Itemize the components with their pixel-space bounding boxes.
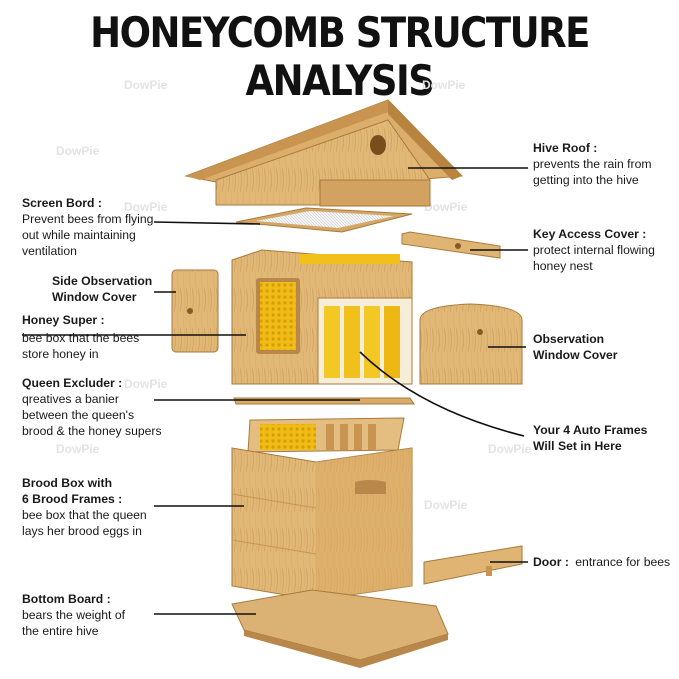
label-queen-excluder: Queen Excluder : qreatives a banier betw… xyxy=(22,375,162,439)
screen-board-part xyxy=(235,207,413,233)
watermark: DowPie xyxy=(124,377,168,391)
watermark: DowPie xyxy=(424,498,468,512)
label-title: Hive Roof : xyxy=(533,141,598,155)
watermark: DowPie xyxy=(422,78,466,92)
label-screen-board: Screen Bord : Prevent bees from flying o… xyxy=(22,195,153,259)
label-side-observation: Side Observation Window Cover xyxy=(52,273,152,305)
label-title: Key Access Cover : xyxy=(533,227,647,241)
label-desc: prevents the rain from xyxy=(533,157,652,171)
label-title: Bottom Board : xyxy=(22,592,111,606)
watermark: DowPie xyxy=(488,442,532,456)
label-desc: entrance for bees xyxy=(575,555,671,569)
watermark: DowPie xyxy=(56,442,100,456)
door-part xyxy=(423,545,523,585)
side-window-cover-part xyxy=(171,269,219,353)
label-bottom-board: Bottom Board : bears the weight of the e… xyxy=(22,591,125,639)
label-desc: honey nest xyxy=(533,259,593,273)
label-desc: the entire hive xyxy=(22,624,99,638)
label-key-access-cover: Key Access Cover : protect internal flow… xyxy=(533,226,655,274)
bottom-board-part xyxy=(231,589,449,668)
watermark: DowPie xyxy=(124,200,168,214)
label-title: Brood Box with xyxy=(22,476,113,490)
label-title: Observation xyxy=(533,332,605,346)
page-title: HONEYCOMB STRUCTURE ANALYSIS xyxy=(90,8,590,106)
label-desc: lays her brood eggs in xyxy=(22,524,142,538)
label-observation-window: Observation Window Cover xyxy=(533,331,618,363)
observation-window-cover-part xyxy=(419,303,523,385)
label-desc: bee box that the queen xyxy=(22,508,147,522)
hive-roof-part xyxy=(184,99,464,207)
leader-lines xyxy=(22,167,528,615)
label-title: Your 4 Auto Frames xyxy=(533,423,648,437)
label-title: Door : xyxy=(533,555,569,569)
label-desc: store honey in xyxy=(22,347,99,361)
label-desc: brood & the honey supers xyxy=(22,424,162,438)
label-honey-super: Honey Super : bee box that the bees stor… xyxy=(22,312,139,362)
label-desc: getting into the hive xyxy=(533,173,639,187)
label-hive-roof: Hive Roof : prevents the rain from getti… xyxy=(533,140,652,188)
label-desc: bee box that the bees xyxy=(22,331,140,345)
label-title: Honey Super : xyxy=(22,313,105,327)
watermark: DowPie xyxy=(124,78,168,92)
label-desc: qreatives a banier xyxy=(22,392,119,406)
watermark: DowPie xyxy=(424,200,468,214)
label-desc: Prevent bees from flying xyxy=(22,212,154,226)
label-desc: ventilation xyxy=(22,244,77,258)
label-auto-frames: Your 4 Auto Frames Will Set in Here xyxy=(533,422,647,454)
label-desc: protect internal flowing xyxy=(533,243,655,257)
brood-box-part xyxy=(231,417,413,601)
label-title: Side Observation xyxy=(52,274,153,288)
key-access-cover-part xyxy=(401,231,501,259)
queen-excluder-part xyxy=(233,397,415,405)
label-title: Will Set in Here xyxy=(533,439,622,453)
label-door: Door : entrance for bees xyxy=(533,554,670,570)
label-desc: out while maintaining xyxy=(22,228,136,242)
label-desc: bears the weight of xyxy=(22,608,125,622)
label-title: Queen Excluder : xyxy=(22,376,123,390)
label-brood-box: Brood Box with 6 Brood Frames : bee box … xyxy=(22,475,147,539)
label-title: Window Cover xyxy=(533,348,618,362)
label-desc: between the queen's xyxy=(22,408,135,422)
watermark: DowPie xyxy=(56,144,100,158)
label-title: Window Cover xyxy=(52,290,137,304)
label-title: Screen Bord : xyxy=(22,196,102,210)
label-title: 6 Brood Frames : xyxy=(22,492,123,506)
honey-super-part xyxy=(231,249,413,385)
